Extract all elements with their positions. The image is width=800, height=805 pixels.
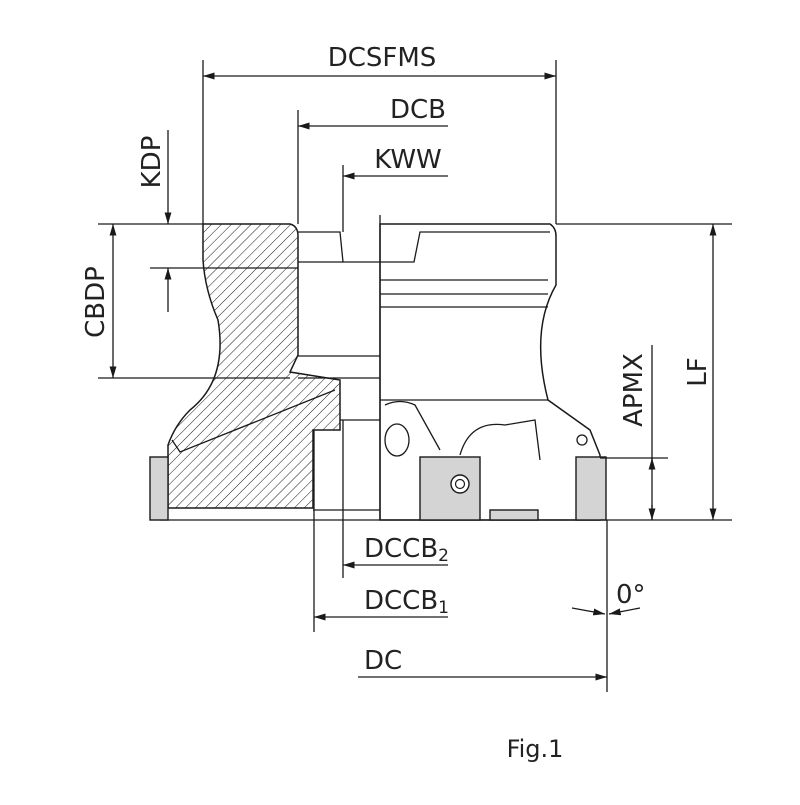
- label-apmx: APMX: [619, 353, 649, 427]
- inserts: [149, 456, 607, 521]
- label-angle: 0°: [616, 580, 646, 610]
- insert-right: [575, 456, 607, 521]
- dimension-lines: [98, 60, 732, 692]
- label-kdp: KDP: [137, 136, 167, 189]
- label-dccb2: DCCB2: [364, 534, 449, 566]
- label-lf: LF: [683, 357, 713, 386]
- insert-left: [149, 456, 169, 521]
- label-dc: DC: [364, 646, 402, 676]
- label-kww: KWW: [374, 145, 442, 175]
- hatched-section: [167, 223, 341, 509]
- label-dcsfms: DCSFMS: [328, 43, 437, 73]
- cutter-body: [160, 215, 601, 521]
- label-cbdp: CBDP: [81, 266, 111, 338]
- label-dcb: DCB: [390, 95, 446, 125]
- figure-caption: Fig.1: [507, 735, 564, 763]
- screw-icon: [450, 474, 470, 494]
- insert-center: [419, 456, 481, 521]
- label-dccb1: DCCB1: [364, 586, 449, 618]
